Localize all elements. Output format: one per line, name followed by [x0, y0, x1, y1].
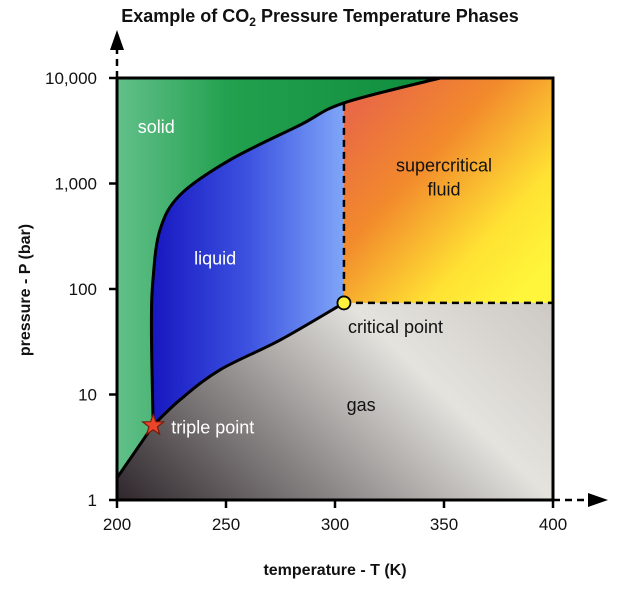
solid-label: solid — [138, 117, 175, 137]
melting-curve — [149, 76, 441, 426]
y-tick-label: 100 — [69, 280, 97, 299]
liquid-region — [151, 102, 344, 426]
gas-label: gas — [347, 395, 376, 415]
y-axis-label: pressure - P (bar) — [17, 224, 34, 356]
x-tick-label: 350 — [430, 515, 458, 534]
x-axis-arrow-icon — [588, 493, 608, 507]
y-tick-label: 10 — [78, 386, 97, 405]
x-tick-label: 400 — [539, 515, 567, 534]
critical-point-marker — [336, 295, 352, 311]
supercritical-region — [343, 78, 553, 303]
supercritical-fluid-label: fluid — [427, 179, 460, 199]
x-axis-label: temperature - T (K) — [263, 562, 406, 579]
x-tick-label: 200 — [103, 515, 131, 534]
triple-point-star-icon — [141, 412, 166, 436]
x-tick-label: 250 — [212, 515, 240, 534]
y-tick-label: 10,000 — [45, 69, 97, 88]
y-tick-label: 1,000 — [54, 175, 97, 194]
x-tick-label: 300 — [321, 515, 349, 534]
critical-point-label: critical point — [348, 317, 443, 337]
liquid-label: liquid — [194, 249, 236, 269]
y-tick-label: 1 — [88, 491, 97, 510]
solid-region — [117, 78, 441, 500]
y-axis-arrow-icon — [110, 30, 124, 50]
triple-point-label: triple point — [171, 417, 254, 437]
vaporization-curve — [152, 301, 345, 427]
chart-title: Example of CO2 Pressure Temperature Phas… — [121, 6, 519, 29]
supercritical-label: supercritical — [396, 155, 492, 175]
